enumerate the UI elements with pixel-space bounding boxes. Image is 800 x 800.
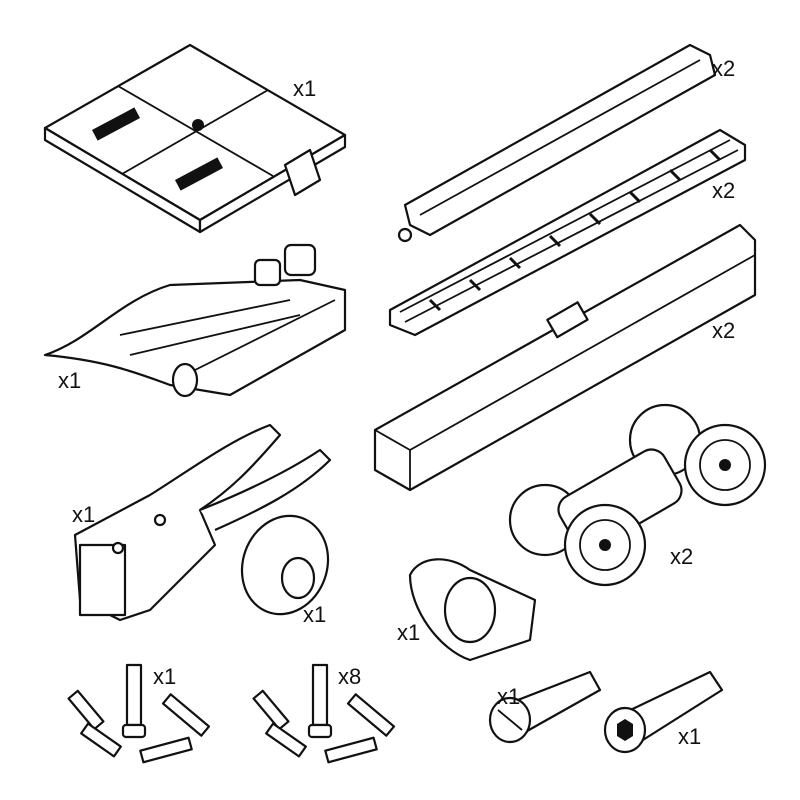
hex-bolt-drawing xyxy=(603,670,724,754)
qty-activator: x1 xyxy=(72,502,96,527)
qty-roller-carriage: x2 xyxy=(670,544,694,569)
qty-corner-pieces: x1 xyxy=(293,76,317,101)
qty-top-rail: x2 xyxy=(712,56,736,81)
screw-set-b-drawing xyxy=(252,663,396,764)
qty-track-rail: x2 xyxy=(712,318,736,343)
activator-drawing xyxy=(73,423,332,622)
slotted-bolt-drawing xyxy=(488,670,602,744)
qty-damper: x1 xyxy=(58,368,82,393)
track-rail-drawing xyxy=(373,223,757,492)
roller-carriage-drawing xyxy=(508,403,767,587)
qty-buffer-disc: x1 xyxy=(303,602,327,627)
qty-slotted-bolt: x1 xyxy=(497,684,521,709)
qty-brush-strip: x2 xyxy=(712,178,736,203)
stopper-clip-drawing xyxy=(408,558,537,662)
qty-hex-bolt: x1 xyxy=(678,724,702,749)
corner-pieces-drawing xyxy=(43,43,347,234)
qty-screw-set-b: x8 xyxy=(338,664,362,689)
damper-drawing xyxy=(43,243,347,398)
screw-set-a-drawing xyxy=(67,663,211,764)
brush-strip-drawing xyxy=(388,128,747,337)
top-rail-drawing xyxy=(397,43,717,243)
qty-screw-set-a: x1 xyxy=(153,664,177,689)
qty-stopper-clip: x1 xyxy=(397,620,421,645)
buffer-disc-drawing xyxy=(240,514,330,616)
